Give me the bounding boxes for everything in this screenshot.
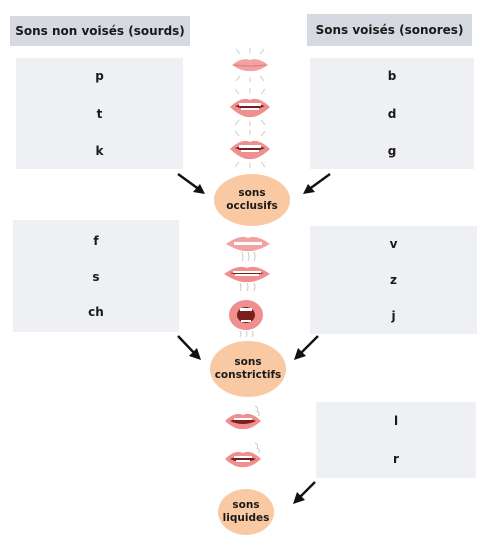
mouth-icon [224,266,270,292]
arrow-icon [303,173,331,194]
letter-p: p [95,69,104,83]
bubble-constrictifs-line1: sons [234,356,262,368]
arrow-icon [293,481,316,504]
box-unvoiced-constrictifs: f s ch [13,220,179,332]
letter-j: j [391,309,396,323]
box-voiced-occlusifs: b d g [310,58,474,169]
mouth-icon [232,48,268,82]
box-voiced-constrictifs: v z j [310,226,477,334]
bubble-occlusifs-line2: occlusifs [226,200,278,212]
letter-b: b [387,69,397,83]
mouth-icon [226,236,270,262]
letter-z: z [390,273,397,287]
mouth-icon [229,300,263,338]
header-unvoiced-label: Sons non voisés (sourds) [15,24,185,38]
bubble-liquides: sons liquides [218,489,274,535]
letter-ch: ch [88,305,104,319]
bubble-occlusifs-line1: sons [238,187,266,199]
bubble-occlusifs: sons occlusifs [214,174,290,226]
box-unvoiced-occlusifs: p t k [16,58,183,169]
letter-k: k [95,144,104,158]
letter-d: d [387,107,397,121]
letter-g: g [387,144,397,158]
mouth-icon [225,442,261,468]
letter-l: l [393,414,399,428]
bubble-liquides-line1: sons [232,499,260,511]
bubble-liquides-line2: liquides [222,512,270,524]
arrow-icon [177,173,205,194]
bubble-constrictifs-line2: constrictifs [214,369,282,381]
mouth-icon [230,130,270,168]
letter-s: s [92,270,100,284]
arrow-icon [177,335,201,360]
letter-t: t [96,107,103,121]
letter-r: r [393,452,399,466]
bubble-constrictifs: sons constrictifs [210,341,286,397]
letter-v: v [389,237,398,251]
letter-f: f [93,234,99,248]
mouth-icon [230,88,270,126]
header-unvoiced: Sons non voisés (sourds) [10,16,190,46]
box-voiced-liquides: l r [316,402,476,478]
arrow-icon [294,335,319,360]
header-voiced: Sons voisés (sonores) [307,14,472,46]
mouth-icon [225,405,261,430]
header-voiced-label: Sons voisés (sonores) [315,23,464,37]
